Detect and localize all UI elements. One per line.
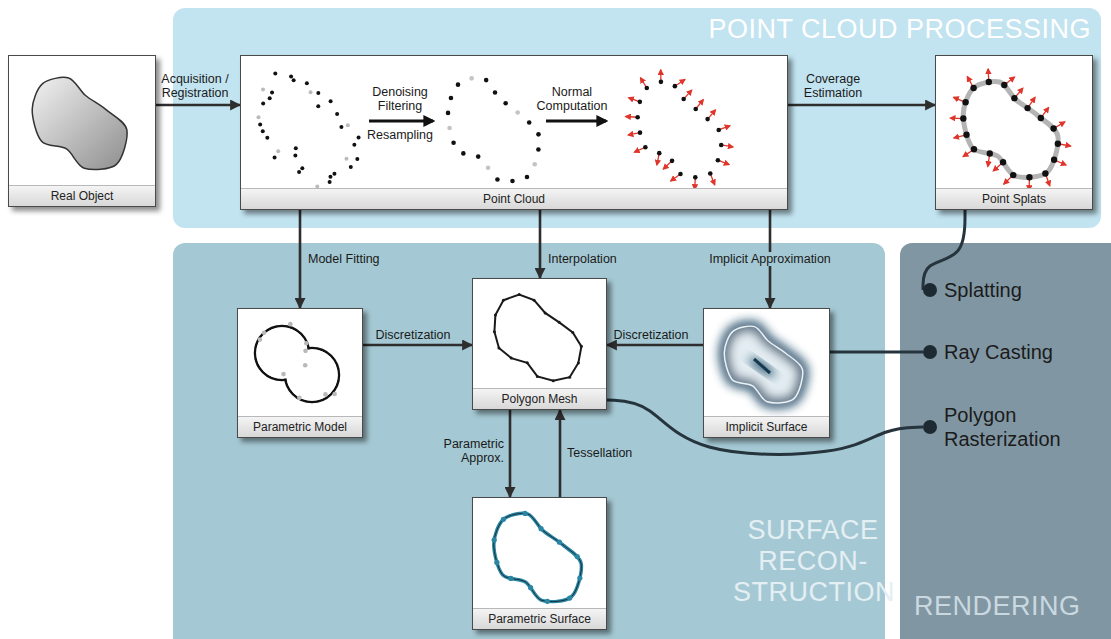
box-caption: Point Splats: [936, 188, 1092, 209]
box-caption: Implicit Surface: [704, 416, 829, 437]
rendering-method: Polygon Rasterization: [923, 403, 1093, 451]
point-splats-box: Point Splats: [935, 55, 1093, 210]
connector-arrow: [363, 344, 472, 347]
edge-label: Implicit Approximation: [706, 252, 834, 266]
edge-label: Discretization: [613, 328, 688, 342]
rendering-band: SplattingRay CastingPolygon Rasterizatio…: [900, 243, 1111, 639]
edge-label: Coverage Estimation: [790, 72, 876, 100]
region-title: POINT CLOUD PROCESSING: [708, 14, 1091, 45]
connector-arrow: [156, 104, 240, 107]
connector-arrow: [299, 210, 302, 308]
connector-arrow: [559, 410, 562, 497]
terminal-dot: [923, 420, 937, 434]
connector-arrow: [607, 344, 703, 347]
processing-band: Point Cloud Point Splats POINT CLOUD PROCE…: [173, 8, 1101, 228]
polygon-mesh-box: Polygon Mesh: [472, 278, 607, 410]
implicit-surface-box: Implicit Surface: [703, 308, 830, 438]
box-caption: Point Cloud: [241, 188, 787, 209]
step-label: Resampling: [367, 128, 433, 142]
edge-label: Interpolation: [548, 252, 617, 266]
edge-label: Acquisition / Registration: [152, 72, 238, 100]
connector-arrow: [509, 410, 512, 497]
step-label: Denoising Filtering: [361, 85, 439, 113]
box-caption: Polygon Mesh: [473, 388, 606, 409]
terminal-dot: [923, 345, 937, 359]
box-caption: Real Object: [9, 185, 155, 206]
rendering-label: Ray Casting: [923, 340, 1053, 364]
box-caption: Parametric Surface: [473, 608, 606, 629]
real-object-box: Real Object: [8, 55, 156, 207]
parametric-model-box: Parametric Model: [237, 308, 363, 438]
rendering-method: Ray Casting: [923, 340, 1053, 364]
terminal-dot: [923, 283, 937, 297]
box-caption: Parametric Model: [238, 416, 362, 437]
connector-arrow: [830, 351, 923, 354]
connector-arrow: [788, 104, 935, 107]
rendering-label: Polygon Rasterization: [923, 403, 1093, 451]
edge-label: Parametric Approx.: [432, 437, 504, 465]
connector-arrow: [539, 210, 542, 278]
rendering-label: Splatting: [923, 278, 1022, 302]
edge-label: Model Fitting: [308, 252, 380, 266]
step-label: Normal Computation: [533, 85, 611, 113]
real-object-illustration: [9, 56, 155, 206]
parametric-surface-box: Parametric Surface: [472, 497, 607, 630]
region-title: SURFACE RECON- STRUCTION: [733, 515, 893, 608]
reconstruction-band: Parametric Model Polygon MeshImplicit Sur…: [173, 243, 885, 639]
rendering-method: Splatting: [923, 278, 1022, 302]
point-splats-illustration: [936, 56, 1092, 209]
region-title: RENDERING: [914, 591, 1081, 622]
edge-label: Tessellation: [567, 446, 632, 460]
edge-label: Discretization: [375, 328, 450, 342]
point-cloud-box: Point Cloud: [240, 55, 788, 210]
point-cloud-illustration: [241, 56, 787, 209]
